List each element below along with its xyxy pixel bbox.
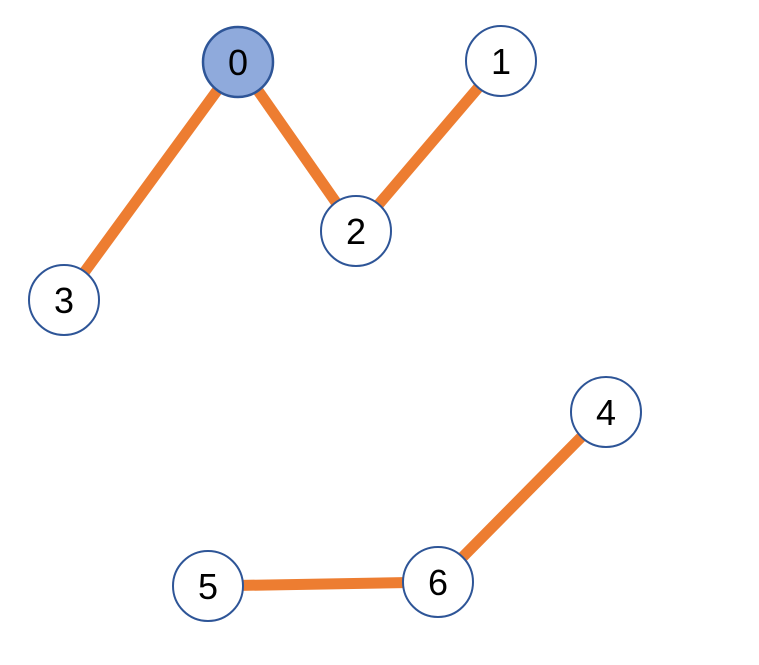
graph-node-2[interactable]: 2: [320, 195, 392, 267]
node-circle[interactable]: [570, 376, 642, 448]
node-label: 4: [596, 392, 616, 433]
node-label: 3: [54, 280, 74, 321]
node-label: 5: [198, 566, 218, 607]
node-circle[interactable]: [172, 550, 244, 622]
graph-node-6[interactable]: 6: [402, 546, 474, 618]
node-label: 6: [428, 562, 448, 603]
node-circle-selected[interactable]: [201, 25, 275, 99]
graph-edge-5-6: [207, 576, 439, 592]
node-circle[interactable]: [28, 264, 100, 336]
graph-edge-3-0: [59, 58, 243, 304]
node-label: 0: [228, 42, 248, 83]
node-circle[interactable]: [320, 195, 392, 267]
graph-node-4[interactable]: 4: [570, 376, 642, 448]
graph-node-3[interactable]: 3: [28, 264, 100, 336]
graph-node-0[interactable]: 0: [201, 25, 275, 99]
node-label: 2: [346, 211, 366, 252]
node-circle[interactable]: [465, 25, 537, 97]
node-label: 1: [491, 41, 511, 82]
node-circle[interactable]: [402, 546, 474, 618]
graph-edge-6-4: [434, 408, 610, 586]
graph-edge-2-1: [351, 57, 506, 235]
graph-node-1[interactable]: 1: [465, 25, 537, 97]
graph-node-5[interactable]: 5: [172, 550, 244, 622]
